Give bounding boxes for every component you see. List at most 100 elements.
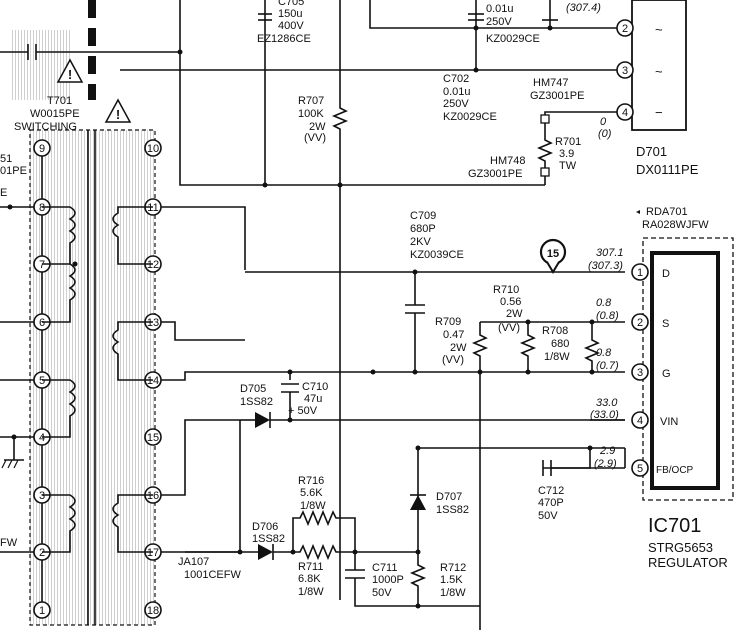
schematic-label: 7 [39,259,45,271]
schematic-label: RA028WJFW [642,219,709,231]
coil-left-middle [42,379,76,438]
transformer-right-pins: 10 11 12 13 14 15 16 17 18 [144,139,162,619]
schematic-label: 9 [39,143,45,155]
schematic-label: STRG5653 [648,540,713,555]
schematic-label: 1000P [372,574,404,586]
schematic-label: 1 [637,267,643,279]
schematic-label: 50V [372,587,392,599]
schematic-label: 0.01u [486,3,514,15]
schematic-label: 2W [506,308,523,320]
schematic-label: R710 [493,284,519,296]
schematic-label: (0.7) [596,360,619,372]
schematic-label: 11 [147,202,158,214]
schematic-label: 51 [0,153,12,165]
schematic-label: 0.47 [443,329,464,341]
schematic-label: C705 [278,0,304,8]
schematic-label: C712 [538,485,564,497]
schematic-label: R716 [298,475,324,487]
schematic-label: 400V [278,20,304,32]
schematic-label: 14 [147,375,159,387]
schematic-label: FW [0,537,18,549]
bridge-d701: 2 3 4 ~ ~ − [616,0,687,131]
schematic-label: 5 [637,463,643,475]
coil-right-lower [112,494,153,553]
schematic-label: ! [116,107,120,122]
schematic-label: R709 [435,316,461,328]
schematic-label: ! [68,67,72,82]
schematic-label: TW [559,160,577,172]
schematic-label: − [655,105,663,120]
rda701-marker [636,210,640,214]
schematic-label: 680 [551,338,569,350]
schematic-label: 50V [538,510,558,522]
schematic-label: 5.6K [300,487,323,499]
pin-9: 9 [33,139,51,157]
schematic-label: JA107 [178,556,209,568]
schematic-label: HM747 [533,77,568,89]
schematic-label: 17 [147,547,159,559]
schematic-label: R708 [542,325,568,337]
schematic-label: 16 [147,490,159,502]
schematic-label: C702 [443,73,469,85]
schematic-label: 2KV [410,236,431,248]
schematic-label: 1SS82 [436,504,469,516]
warning-icon: ! [56,58,84,83]
schematic-label: 250V [486,16,512,28]
schematic-label: D706 [252,521,278,533]
schematic-label: 2W [450,342,467,354]
pin-15: 15 [144,428,162,446]
schematic-label: G [662,368,671,380]
schematic-label: R712 [440,562,466,574]
schematic-label: 1/8W [300,500,326,512]
schematic-label: 1/8W [440,587,466,599]
schematic-label: R711 [298,561,323,573]
schematic-label: 3.9 [559,148,574,160]
schematic-label: SWITCHING [14,121,77,133]
pin-18: 18 [144,601,162,619]
schematic-label: 18 [147,605,159,617]
schematic-label: KZ0029CE [486,33,540,45]
schematic-label: D705 [240,383,266,395]
pin-10: 10 [144,139,162,157]
warning-icon: ! [104,98,132,123]
schematic-label: 4 [622,107,628,119]
schematic-label: 0 [600,116,607,128]
schematic-label: 1/8W [298,586,324,598]
schematic-label: IC701 [648,515,701,537]
schematic-label: 1/8W [544,351,570,363]
schematic-label: C709 [410,210,436,222]
schematic-label: (0.8) [596,310,619,322]
schematic-label: 10 [147,143,159,155]
schematic-label: 0.01u [443,86,471,98]
schematic-label: ~ [655,64,663,79]
schematic-label: 0.8 [596,347,612,359]
schematic-label: FB/OCP [656,465,694,476]
schematic-label: W0015PE [30,108,80,120]
schematic-label: 470P [538,497,564,509]
schematic-label: 6.8K [298,573,321,585]
schematic-label: REGULATOR [648,555,728,570]
coil-left-upper [42,206,78,323]
coil-right-upper [112,206,153,381]
schematic-label: S [662,318,669,330]
schematic-label: 0.56 [500,296,521,308]
schematic-label: (0) [598,128,612,140]
schematic-label: T701 [47,95,72,107]
transformer-shading [30,130,155,625]
schematic-label: D707 [436,491,462,503]
schematic-label: 1SS82 [252,533,285,545]
schematic-label: E [0,187,7,199]
ic701-package: 1 2 3 4 5 D S G VIN FB/OCP [631,237,734,501]
test-point-15: 15 [539,238,567,274]
schematic-label: 12 [147,259,159,271]
schematic-label: KZ0029CE [443,111,497,123]
schematic-label: 1SS82 [240,396,273,408]
schematic-label: 2 [39,547,45,559]
schematic-label: D701 [636,144,667,159]
schematic-label: R707 [298,95,324,107]
schematic-label: KZ0039CE [410,249,464,261]
schematic-label: 13 [147,317,159,329]
schematic-label: 47u [304,393,322,405]
schematic-label: (VV) [304,132,326,144]
